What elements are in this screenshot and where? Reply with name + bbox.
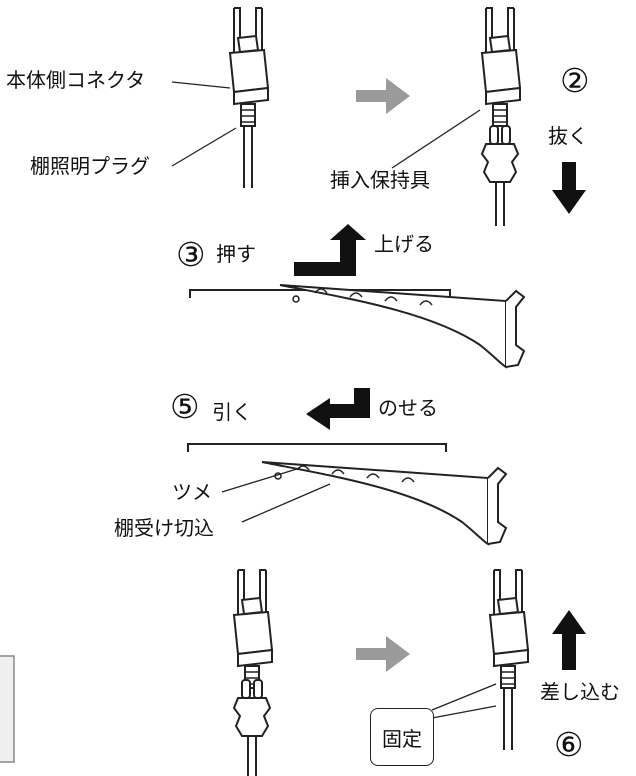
leader-body-connector	[171, 81, 231, 89]
leader-insertion-holder	[391, 109, 481, 169]
shelf-board-step5	[187, 443, 447, 452]
leader-fixed-2	[431, 705, 497, 719]
step5-number: ⑤	[170, 387, 200, 426]
step2-action: 抜く	[548, 124, 588, 148]
leader-shelf-bracket-notch	[241, 483, 331, 523]
label-fixed: 固定	[370, 708, 434, 766]
pull-place-arrow	[306, 388, 370, 430]
label-shelf-bracket-notch: 棚受け切込	[114, 516, 214, 540]
leader-shelf-light-plug	[171, 127, 237, 167]
plug-step2	[481, 125, 519, 227]
bracket-step5	[261, 461, 507, 545]
step2-number: ②	[560, 61, 590, 100]
step5-pull: 引く	[212, 400, 252, 424]
label-claw: ツメ	[172, 480, 212, 504]
label-body-connector: 本体側コネクタ	[6, 68, 146, 92]
gray-arrow-1	[356, 78, 410, 114]
up-arrow	[552, 610, 586, 670]
gray-arrow-2	[356, 636, 410, 672]
down-arrow	[552, 162, 586, 214]
step3-lift: 上げる	[374, 232, 434, 256]
step6-number: ⑥	[554, 725, 584, 764]
label-insertion-holder: 挿入保持具	[330, 168, 430, 192]
step3-number: ③	[176, 235, 206, 274]
side-box	[0, 655, 15, 763]
body-connector-drawing	[229, 7, 269, 189]
step5-place: のせる	[378, 396, 438, 420]
step6-action: 差し込む	[540, 680, 620, 704]
push-lift-arrow	[294, 224, 366, 276]
connector-step6-right	[489, 569, 529, 751]
step3-push: 押す	[216, 242, 256, 266]
label-shelf-light-plug: 棚照明プラグ	[30, 154, 150, 178]
bracket-step3	[279, 284, 525, 368]
leader-claw	[221, 467, 301, 493]
leader-fixed-1	[431, 683, 497, 711]
plug-step6-left	[233, 679, 271, 776]
